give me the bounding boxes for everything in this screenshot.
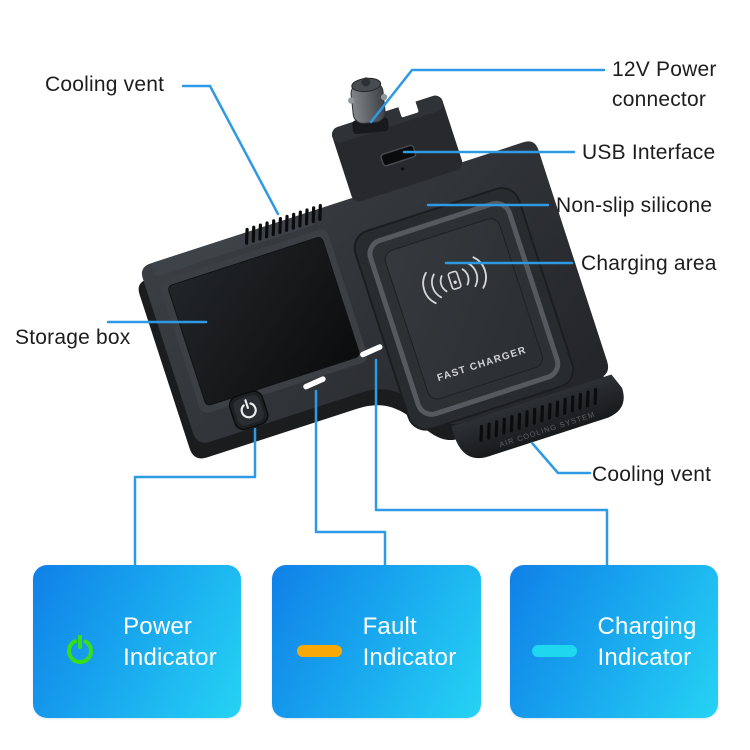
power-indicator-line1: Power	[123, 612, 193, 640]
charging-indicator-label: Charging Indicator	[598, 611, 697, 673]
power-icon	[57, 634, 103, 667]
leader-cooling-vent-bottom	[530, 441, 592, 475]
power-symbol-icon	[240, 399, 257, 419]
leader-cooling-vent-top	[181, 84, 280, 216]
device-power-button	[228, 390, 269, 431]
power-indicator-line2: Indicator	[123, 643, 217, 671]
fault-indicator-label: Fault Indicator	[363, 611, 457, 673]
label-12v-power-connector: 12V Power connector	[612, 55, 717, 115]
label-storage-box: Storage box	[15, 326, 131, 349]
label-12v-power-line1: 12V Power	[612, 58, 717, 81]
fault-indicator-line2: Indicator	[362, 643, 457, 671]
storage-box-tray	[168, 237, 360, 406]
label-cooling-vent-bottom: Cooling vent	[592, 463, 712, 486]
usb-port-icon	[380, 144, 417, 167]
qi-wireless-icon	[422, 256, 487, 305]
label-usb-interface: USB Interface	[582, 141, 716, 164]
charging-dash-icon	[532, 644, 578, 657]
wireless-charger-device: AIR COOLING SYSTEM	[138, 77, 624, 459]
charging-indicator-line2: Indicator	[597, 643, 692, 671]
charging-indicator-card: Charging Indicator	[510, 565, 718, 718]
connector-power-indicator	[133, 427, 257, 568]
label-charging-area: Charging area	[581, 252, 717, 275]
reset-hole	[401, 167, 405, 171]
charging-indicator-line1: Charging	[597, 612, 697, 640]
label-12v-power-line2: connector	[612, 88, 707, 111]
fault-indicator-line1: Fault	[362, 612, 417, 640]
fault-indicator-light	[303, 376, 326, 390]
callout-leader-lines	[106, 68, 609, 568]
charging-indicator-light	[360, 344, 383, 358]
leader-12v-power	[369, 68, 606, 124]
connector-charging-indicator	[374, 358, 609, 568]
power-indicator-card: Power Indicator	[33, 565, 241, 718]
connector-fault-indicator	[314, 389, 387, 568]
label-cooling-vent-top: Cooling vent	[45, 73, 165, 96]
fault-indicator-card: Fault Indicator	[272, 565, 481, 718]
fault-dash-icon	[297, 644, 343, 657]
label-non-slip-silicone: Non-slip silicone	[556, 194, 713, 217]
power-indicator-label: Power Indicator	[123, 611, 217, 673]
mount-notch	[398, 100, 419, 118]
